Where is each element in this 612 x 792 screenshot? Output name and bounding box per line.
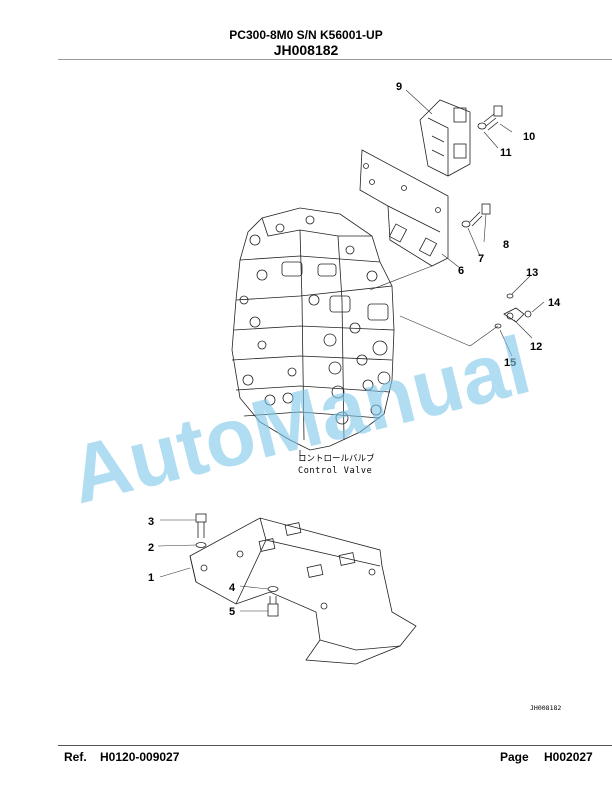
callout-1: 1 [148,572,154,584]
callout-13: 13 [526,267,538,279]
bolt-5-drawing [267,596,279,617]
callout-12: 12 [530,341,542,353]
header-divider [58,59,612,60]
callout-8: 8 [503,239,509,251]
page-label: Page [500,750,529,764]
page-value: H002027 [544,750,593,764]
callout-9: 9 [396,81,402,93]
model-serial-heading: PC300-8M0 S/N K56001-UP [229,28,383,42]
bolt-10-drawing [483,105,503,131]
washer-4-drawing [267,586,279,592]
control-valve-label-jp: コントロールバルブ [298,453,375,464]
callout-4: 4 [229,582,236,594]
watermark: AutoManual [61,320,538,522]
upper-bracket-drawing [359,99,471,267]
illustration-code-heading: JH008182 [273,42,339,58]
callout-2: 2 [148,542,154,554]
callout-7: 7 [478,253,484,265]
washer-2-drawing [195,542,207,548]
callout-3: 3 [148,516,154,528]
callout-14: 14 [548,297,561,309]
callout-5: 5 [229,606,235,618]
callout-6: 6 [458,265,464,277]
fitting-12-drawing [503,307,525,323]
callout-11: 11 [500,147,512,159]
callout-15: 15 [504,357,516,369]
footer-divider [58,745,612,746]
o-ring-14-drawing [524,310,532,318]
washer-11-drawing [477,122,487,130]
washer-7-drawing [461,220,471,228]
control-valve-label-en: Control Valve [298,466,372,476]
bolt-8-drawing [469,203,491,227]
ref-label: Ref. [64,750,87,764]
callouts: 9 10 11 8 7 6 13 14 12 15 3 2 1 4 5 [148,81,561,618]
o-ring-13-drawing [506,293,514,299]
control-valve-drawing [231,207,395,460]
o-ring-15-drawing [494,323,502,329]
drawing-id-label: JH008182 [530,704,561,712]
bolt-3-drawing [195,513,207,538]
ref-value: H0120-009027 [100,750,180,764]
callout-10: 10 [523,131,535,143]
leader-lines [157,89,545,612]
mounting-bracket-drawing [189,517,417,665]
